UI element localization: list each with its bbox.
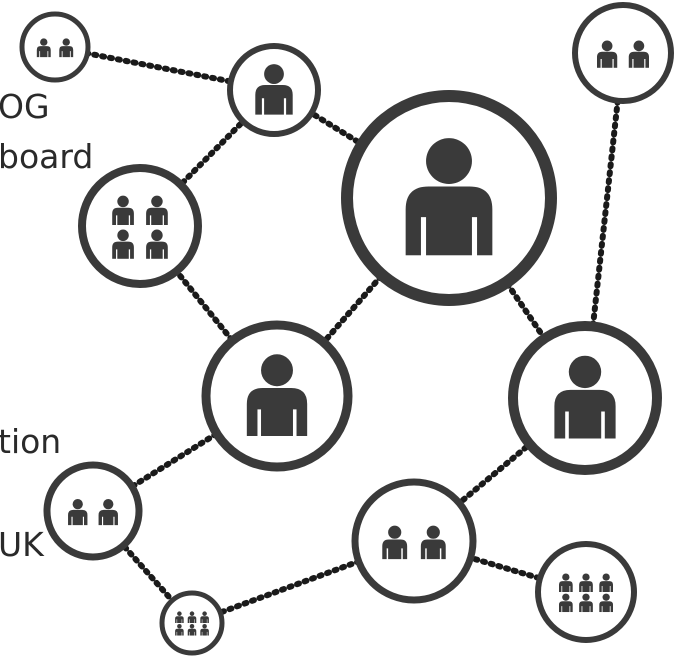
node-ring — [43, 461, 143, 561]
node-n-small-bottom — [351, 478, 477, 604]
node-n-small-topright — [572, 2, 674, 104]
node-ring — [159, 590, 225, 656]
node-ring — [19, 11, 91, 83]
nodes — [19, 2, 674, 656]
node-n-person-big — [341, 90, 557, 306]
node-n-small-topleft — [19, 11, 91, 83]
node-n-person-mid — [201, 320, 353, 472]
node-ring — [535, 541, 637, 643]
node-n-six-bottomright — [535, 541, 637, 643]
node-n-person-right — [508, 321, 662, 475]
edges — [52, 44, 626, 626]
text-fragment-uk: UK — [0, 525, 44, 564]
node-n-group-four — [78, 164, 202, 288]
text-fragment-og: OG — [0, 87, 50, 126]
node-ring — [78, 164, 202, 288]
node-n-six-bottomleft — [159, 590, 225, 656]
node-ring — [351, 478, 477, 604]
node-n-person-top — [227, 43, 321, 137]
text-fragment-tion: tion — [0, 422, 62, 461]
text-fragment-board: board — [0, 137, 94, 176]
node-n-small-left — [43, 461, 143, 561]
node-ring — [572, 2, 674, 104]
